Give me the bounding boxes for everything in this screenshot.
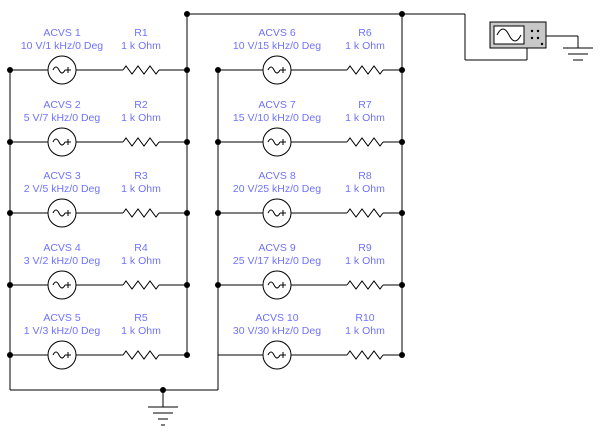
resistor-name: R4: [134, 242, 148, 254]
resistor-name: R5: [134, 312, 148, 324]
resistor-name: R6: [358, 27, 372, 39]
junction-dots: [160, 11, 405, 393]
resistor-icon[interactable]: [122, 208, 160, 218]
resistor-name: R7: [358, 99, 372, 111]
resistor-name: R1: [134, 27, 148, 39]
source-spec: 15 V/10 kHz/0 Deg: [233, 112, 321, 124]
resistor-icon[interactable]: [346, 350, 384, 360]
junction-dot: [399, 352, 405, 358]
ac-voltage-source-icon[interactable]: [262, 55, 292, 85]
resistor-value: 1 k Ohm: [345, 40, 385, 52]
resistor-icon[interactable]: [122, 137, 160, 147]
ac-voltage-source-icon[interactable]: [262, 340, 292, 370]
junction-dot: [399, 67, 405, 73]
scope-ground-icon: [563, 47, 593, 61]
junction-dot: [184, 352, 190, 358]
resistor-value: 1 k Ohm: [121, 325, 161, 337]
resistor-value: 1 k Ohm: [345, 112, 385, 124]
source-spec: 1 V/3 kHz/0 Deg: [24, 325, 101, 337]
source-spec: 25 V/17 kHz/0 Deg: [233, 255, 321, 267]
source-spec: 30 V/30 kHz/0 Deg: [233, 325, 321, 337]
junction-dot: [399, 139, 405, 145]
junction-dot: [7, 67, 13, 73]
resistor-icon[interactable]: [346, 280, 384, 290]
resistor-icon[interactable]: [346, 137, 384, 147]
source-name: ACVS 10: [255, 312, 298, 324]
ground-icon: [148, 406, 178, 426]
junction-dot: [184, 139, 190, 145]
junction-dot: [399, 210, 405, 216]
junction-dot: [7, 352, 13, 358]
source-name: ACVS 7: [258, 99, 296, 111]
resistor-value: 1 k Ohm: [121, 112, 161, 124]
resistor-value: 1 k Ohm: [121, 40, 161, 52]
resistor-name: R10: [355, 312, 374, 324]
ac-voltage-source-icon[interactable]: [262, 127, 292, 157]
oscilloscope-icon[interactable]: [489, 21, 547, 49]
junction-dot: [7, 139, 13, 145]
source-spec: 10 V/1 kHz/0 Deg: [21, 40, 103, 52]
source-spec: 10 V/15 kHz/0 Deg: [233, 40, 321, 52]
ac-voltage-source-icon[interactable]: [47, 127, 77, 157]
resistor-icon[interactable]: [122, 350, 160, 360]
source-name: ACVS 1: [43, 27, 81, 39]
resistor-value: 1 k Ohm: [121, 255, 161, 267]
junction-dot: [184, 282, 190, 288]
source-name: ACVS 4: [43, 242, 81, 254]
junction-dot: [184, 67, 190, 73]
ac-voltage-source-icon[interactable]: [47, 270, 77, 300]
junction-dot: [7, 282, 13, 288]
junction-dot: [7, 210, 13, 216]
source-name: ACVS 3: [43, 170, 81, 182]
source-spec: 20 V/25 kHz/0 Deg: [233, 183, 321, 195]
resistor-value: 1 k Ohm: [345, 325, 385, 337]
junction-dot: [215, 67, 221, 73]
source-spec: 5 V/7 kHz/0 Deg: [24, 112, 101, 124]
source-name: ACVS 2: [43, 99, 81, 111]
resistor-value: 1 k Ohm: [121, 183, 161, 195]
resistor-name: R3: [134, 170, 148, 182]
resistor-name: R9: [358, 242, 372, 254]
source-name: ACVS 9: [258, 242, 296, 254]
resistor-name: R2: [134, 99, 148, 111]
source-spec: 3 V/2 kHz/0 Deg: [24, 255, 101, 267]
ac-voltage-source-icon[interactable]: [47, 198, 77, 228]
source-name: ACVS 5: [43, 312, 81, 324]
source-spec: 2 V/5 kHz/0 Deg: [24, 183, 101, 195]
resistor-icon[interactable]: [346, 208, 384, 218]
resistor-icon[interactable]: [346, 65, 384, 75]
ac-voltage-source-icon[interactable]: [47, 340, 77, 370]
junction-dot: [184, 210, 190, 216]
ac-voltage-source-icon[interactable]: [262, 270, 292, 300]
junction-dot: [215, 139, 221, 145]
junction-dot: [399, 282, 405, 288]
ac-voltage-source-icon[interactable]: [262, 198, 292, 228]
resistor-icon[interactable]: [122, 65, 160, 75]
resistor-value: 1 k Ohm: [345, 255, 385, 267]
source-name: ACVS 8: [258, 170, 296, 182]
resistor-value: 1 k Ohm: [345, 183, 385, 195]
source-name: ACVS 6: [258, 27, 296, 39]
resistor-name: R8: [358, 170, 372, 182]
junction-dot: [215, 282, 221, 288]
ac-voltage-source-icon[interactable]: [47, 55, 77, 85]
junction-dot: [215, 210, 221, 216]
resistor-icon[interactable]: [122, 280, 160, 290]
